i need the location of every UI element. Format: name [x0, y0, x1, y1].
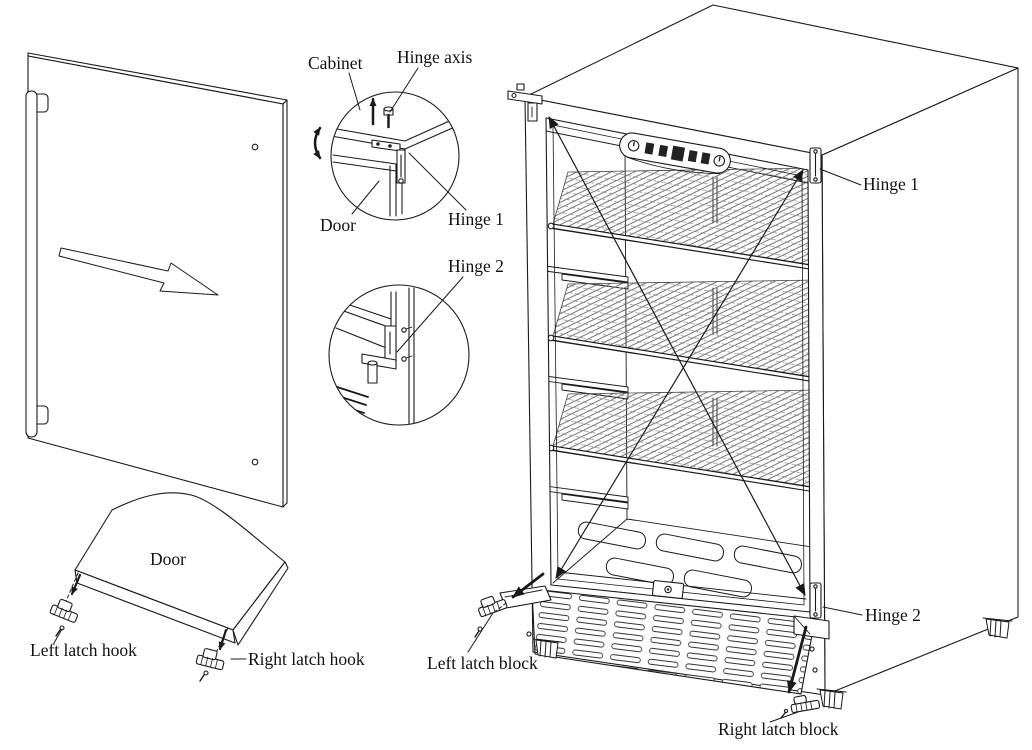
panel-display: [670, 145, 686, 162]
label-door-detail: Door: [320, 215, 356, 235]
left-block-screw-shaft: [474, 630, 480, 638]
label-hinge-axis: Hinge axis: [397, 47, 473, 67]
hinge-screw: [813, 177, 818, 182]
detail-circle-outline: [328, 284, 470, 426]
shelf-rail-cap: [547, 334, 555, 342]
fragment-leader-lines: [53, 628, 247, 660]
hook-ribs: [200, 655, 218, 669]
door-handle: [25, 90, 38, 438]
door-handle-bracket-bottom: [35, 405, 49, 425]
label-right-latch-hook: Right latch hook: [248, 649, 365, 669]
right-block-screw: [783, 708, 789, 714]
cabinet-and-door-edges: [331, 117, 458, 217]
label-hinge-2-cabinet: Hinge 2: [865, 605, 921, 625]
label-right-latch-block: Right latch block: [718, 719, 839, 739]
door-screw-holes: [251, 143, 259, 466]
detail-top-leader-lines: [348, 67, 467, 215]
right-latch-hook-part: [195, 648, 225, 671]
hinge2-screw: [401, 327, 407, 333]
bracket-plate: [507, 90, 543, 105]
right-hook-screw-shaft: [199, 674, 205, 682]
hinge2-screw-ticks: [405, 326, 413, 359]
label-hinge-1-detail: Hinge 1: [448, 209, 504, 229]
door-fragment: Door Left latch hook Right latch hook: [30, 492, 365, 682]
light-button-mark: [718, 156, 721, 162]
bracket-pin: [511, 92, 517, 99]
hinge2-pin: [367, 362, 378, 384]
door-handle-bracket-top: [35, 93, 49, 113]
slide-direction-arrow-icon: [58, 247, 219, 296]
hook-blade: [57, 598, 73, 613]
cabinet-feet: [532, 617, 1013, 710]
pivot-arrow-icon: [313, 126, 322, 160]
label-left-latch-block: Left latch block: [427, 653, 538, 673]
block-ribs: [795, 701, 813, 713]
cabinet-illustration: Hinge 1 Hinge 2 Left latch block Right l…: [427, 4, 1019, 739]
left-block-install-arrow-icon: [511, 572, 545, 599]
hook-ribs: [53, 605, 72, 621]
block-tab: [480, 595, 496, 608]
door-front-face: [27, 55, 284, 508]
left-block-dashed-line: [491, 602, 507, 615]
left-hook-screw-shaft: [55, 629, 61, 637]
vent-grille-panel: [531, 588, 816, 695]
fragment-top-face: [74, 492, 286, 631]
right-latch-block-part: [790, 695, 821, 714]
hinge-screw: [813, 612, 818, 617]
left-block-screw: [477, 626, 483, 632]
hinge-2-bracket: [793, 582, 830, 640]
rating-plate: [651, 580, 685, 599]
left-hook-dashed-line: [63, 572, 79, 607]
label-left-latch-hook: Left latch hook: [30, 640, 137, 660]
right-block-install-arrow-icon: [786, 625, 808, 694]
door-panel: [25, 52, 288, 508]
door-right-edge-face: [282, 99, 288, 508]
hinge-screw: [813, 584, 818, 589]
hinge-screw: [813, 149, 818, 154]
label-hinge-2-detail: Hinge 2: [448, 256, 504, 276]
right-block-screw-shaft: [780, 712, 786, 719]
power-button-mark: [632, 141, 635, 147]
fragment-side-sliver: [232, 561, 289, 646]
hinge-side-screw: [398, 178, 404, 184]
cabinet-leader-lines: [467, 168, 863, 723]
back-right-foot: [982, 617, 1013, 639]
detail-circle-contents: [329, 287, 415, 425]
hinge-plate-screw: [388, 144, 392, 148]
left-latch-hook-part: [49, 598, 78, 623]
block-ribs: [482, 601, 501, 616]
hinge2-screw: [401, 356, 407, 362]
right-hook-screw: [203, 670, 209, 676]
cabinet-right-face: [821, 67, 1019, 696]
hook-blade: [202, 648, 218, 661]
label-hinge-1-cabinet: Hinge 1: [863, 174, 919, 194]
detail-circle-contents: [331, 117, 458, 217]
corner-plate: [793, 615, 830, 640]
hinge-plate-screw: [376, 142, 380, 146]
swap-diagonal-arrow-2: [555, 169, 804, 579]
shelf-rail-cap: [547, 222, 555, 230]
vent-slat-lines: [329, 385, 369, 422]
bracket-tab: [516, 83, 525, 91]
detail-circle-outline: [330, 91, 460, 221]
label-door-fragment: Door: [150, 549, 186, 569]
left-hook-install-arrow-icon: [70, 573, 82, 596]
fragment-front-strip: [74, 569, 236, 644]
front-right-foot: [816, 688, 847, 710]
top-left-hinge-bracket: [507, 83, 543, 122]
label-cabinet: Cabinet: [308, 53, 363, 73]
hinge2-pin-cap: [367, 360, 378, 366]
detail-circle-hinge2: Hinge 2: [328, 256, 504, 426]
front-left-foot: [532, 638, 562, 659]
block-tab: [793, 695, 807, 705]
detail-circle-hinge1: Cabinet Hinge axis Door Hinge 1: [308, 47, 504, 235]
hinge-1-bracket: [809, 147, 822, 184]
hinge2-foot-plate: [361, 353, 397, 370]
detail-bottom-leader-line: [396, 276, 464, 353]
corner-plate-fold: [793, 615, 811, 635]
right-hook-install-arrow-icon: [218, 628, 228, 651]
bracket-side-tab: [527, 102, 538, 122]
